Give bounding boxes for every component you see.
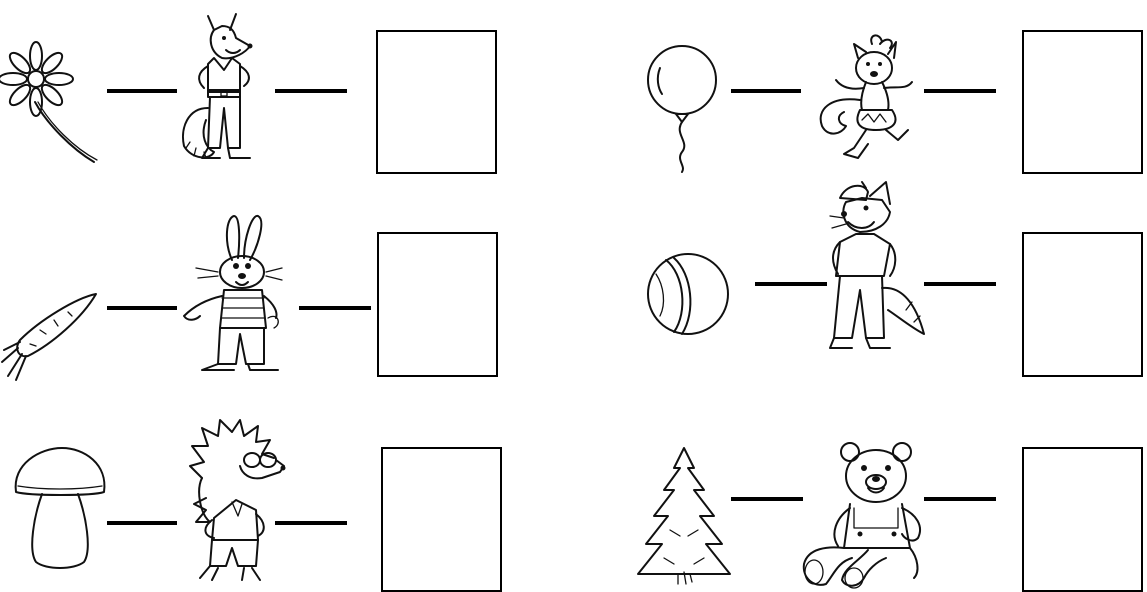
connector-line	[924, 282, 996, 286]
connector-line	[924, 497, 996, 501]
connector-line	[107, 89, 177, 93]
answer-box[interactable]	[1022, 30, 1143, 174]
answer-box[interactable]	[377, 232, 498, 377]
fir-tree-icon	[634, 446, 734, 586]
flower-icon	[0, 34, 100, 164]
squirrel-icon	[810, 30, 918, 165]
answer-box[interactable]	[1022, 447, 1143, 592]
connector-line	[275, 521, 347, 525]
carrot-icon	[0, 290, 100, 381]
answer-box[interactable]	[1022, 232, 1143, 377]
connector-line	[107, 521, 177, 525]
fox-icon	[178, 8, 258, 163]
balloon-icon	[646, 44, 721, 174]
connector-line	[275, 89, 347, 93]
connector-line	[299, 306, 371, 310]
connector-line	[107, 306, 177, 310]
ball-icon	[644, 250, 732, 338]
connector-line	[731, 89, 801, 93]
hedgehog-icon	[186, 418, 286, 582]
rabbit-icon	[178, 212, 288, 374]
mushroom-icon	[12, 446, 110, 572]
bear-icon	[798, 438, 928, 590]
connector-line	[731, 497, 803, 501]
connector-line	[924, 89, 996, 93]
answer-box[interactable]	[381, 447, 502, 592]
connector-line	[755, 282, 827, 286]
answer-box[interactable]	[376, 30, 497, 174]
wolf-icon	[826, 178, 926, 360]
